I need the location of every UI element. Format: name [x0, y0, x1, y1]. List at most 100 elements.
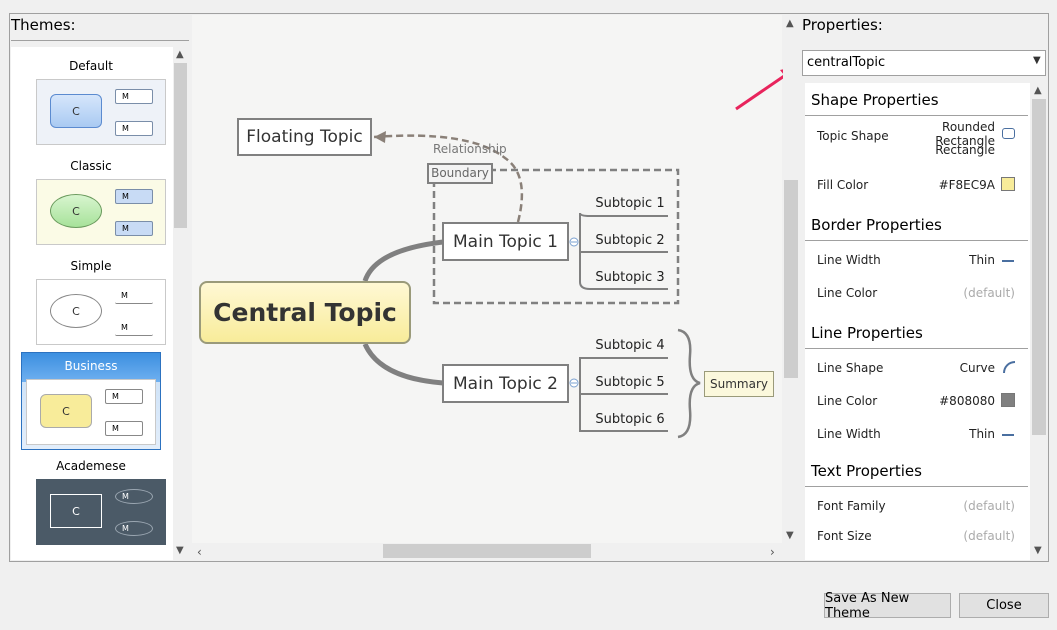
line-width-value: Thin	[969, 427, 995, 441]
relationship-label[interactable]: Relationship	[433, 142, 507, 156]
thumb-sub: M	[115, 221, 153, 236]
topic-shape-value: Rectangle	[935, 134, 995, 148]
theme-item-business[interactable]: Business C M M	[21, 352, 161, 450]
section-divider	[805, 115, 1028, 116]
subtopic-2[interactable]: Subtopic 2	[595, 233, 665, 248]
summary-topic[interactable]: Summary	[704, 371, 774, 397]
section-shape-properties: Shape Properties	[811, 91, 939, 109]
row-line-width[interactable]: Line Width Thin	[817, 424, 1015, 444]
line-width-label: Line Width	[817, 253, 881, 267]
theme-item-simple[interactable]: Simple C M M	[21, 247, 166, 345]
theme-label: Default	[69, 59, 113, 73]
font-family-value: (default)	[963, 499, 1015, 513]
chevron-down-icon[interactable]: ▼	[1033, 55, 1041, 66]
thumb-sub: M	[115, 321, 153, 336]
section-divider	[805, 240, 1028, 241]
row-font-size[interactable]: Font Size (default)	[817, 526, 1015, 546]
section-border-properties: Border Properties	[811, 216, 942, 234]
row-fill-color[interactable]: Fill Color #F8EC9A	[817, 175, 1015, 195]
scroll-left-icon[interactable]: ‹	[197, 545, 202, 559]
theme-thumbnail: C M M	[36, 279, 166, 345]
mindmap-canvas[interactable]	[192, 15, 782, 543]
line-color-value: #808080	[939, 394, 995, 408]
themes-scrollbar-thumb[interactable]	[174, 63, 187, 228]
line-color-swatch	[1001, 393, 1015, 407]
properties-scrollbar-thumb[interactable]	[1032, 99, 1046, 435]
theme-label: Academese	[56, 459, 126, 473]
scroll-up-icon[interactable]: ▲	[176, 49, 184, 60]
subtopic-1[interactable]: Subtopic 1	[595, 196, 665, 211]
subtopic-6[interactable]: Subtopic 6	[595, 412, 665, 427]
themes-list[interactable]: Default C M M Classic C M M Simple C M M…	[11, 47, 173, 560]
central-topic[interactable]: Central Topic	[199, 281, 411, 344]
line-width-label: Line Width	[817, 427, 881, 441]
row-font-family[interactable]: Font Family (default)	[817, 496, 1015, 516]
scroll-up-icon[interactable]: ▲	[786, 18, 794, 29]
section-divider	[805, 348, 1028, 349]
subtopic-5[interactable]: Subtopic 5	[595, 375, 665, 390]
thumb-sub: M	[115, 121, 153, 136]
canvas-horizontal-scrollbar-thumb[interactable]	[383, 544, 591, 558]
rounded-rectangle-icon	[1002, 128, 1015, 139]
properties-list[interactable]: Shape Properties Topic Shape Rounded Rec…	[805, 83, 1030, 560]
section-divider	[805, 486, 1028, 487]
row-line-shape[interactable]: Line Shape Curve	[817, 358, 1015, 378]
section-line-properties: Line Properties	[811, 324, 923, 342]
line-width-value: Thin	[969, 253, 995, 267]
scroll-down-icon[interactable]: ▼	[786, 530, 794, 541]
fill-color-value: #F8EC9A	[938, 178, 995, 192]
theme-label: Classic	[70, 159, 112, 173]
theme-thumbnail: C M M	[36, 79, 166, 145]
floating-topic[interactable]: Floating Topic	[237, 118, 372, 156]
line-color-label: Line Color	[817, 394, 878, 408]
font-size-label: Font Size	[817, 529, 872, 543]
scroll-down-icon[interactable]: ▼	[176, 545, 184, 556]
thin-line-icon	[1002, 260, 1014, 262]
row-topic-shape[interactable]: Topic Shape Rounded Rectangle Rectangle	[817, 120, 1015, 163]
topic-shape-label: Topic Shape	[817, 129, 889, 143]
theme-label: Business	[64, 359, 118, 373]
theme-item-default[interactable]: Default C M M	[21, 47, 166, 145]
close-button[interactable]: Close	[959, 593, 1049, 618]
thumb-sub: M	[115, 521, 153, 536]
themes-divider	[11, 40, 189, 41]
topic-shape-value: Rectangle	[935, 143, 995, 157]
line-shape-label: Line Shape	[817, 361, 884, 375]
thumb-sub: M	[115, 189, 153, 204]
curve-icon	[1003, 361, 1015, 373]
scroll-down-icon[interactable]: ▼	[1034, 545, 1042, 556]
thumb-sub: M	[115, 89, 153, 104]
line-shape-value: Curve	[959, 361, 995, 375]
main-topic-2[interactable]: Main Topic 2	[442, 364, 569, 403]
scroll-right-icon[interactable]: ›	[770, 545, 775, 559]
subtopic-4[interactable]: Subtopic 4	[595, 338, 665, 353]
row-line-color[interactable]: Line Color #808080	[817, 391, 1015, 411]
save-as-new-theme-button[interactable]: Save As New Theme	[824, 591, 951, 621]
boundary-label[interactable]: Boundary	[427, 163, 493, 184]
theme-thumbnail: C M M	[36, 179, 166, 245]
main-topic-1[interactable]: Main Topic 1	[442, 222, 569, 261]
canvas-vertical-scrollbar-thumb[interactable]	[784, 180, 798, 378]
theme-item-classic[interactable]: Classic C M M	[21, 147, 166, 245]
line-color-value: (default)	[963, 286, 1015, 300]
theme-item-academese[interactable]: Academese C M M	[21, 447, 166, 545]
thumb-central: C	[50, 294, 102, 328]
theme-label: Simple	[70, 259, 112, 273]
font-size-value: (default)	[963, 529, 1015, 543]
fill-color-label: Fill Color	[817, 178, 869, 192]
scroll-up-icon[interactable]: ▲	[1034, 85, 1042, 96]
row-border-line-width[interactable]: Line Width Thin	[817, 250, 1015, 270]
theme-thumbnail: C M M	[26, 379, 156, 445]
topic-shape-value: Rounded	[942, 120, 995, 134]
thumb-sub: M	[105, 389, 143, 404]
thumb-sub: M	[115, 289, 153, 304]
row-border-line-color[interactable]: Line Color (default)	[817, 283, 1015, 303]
thumb-central: C	[50, 94, 102, 128]
thin-line-icon	[1002, 434, 1014, 436]
thumb-sub: M	[105, 421, 143, 436]
fill-color-swatch	[1001, 177, 1015, 191]
subtopic-3[interactable]: Subtopic 3	[595, 270, 665, 285]
thumb-central: C	[40, 394, 92, 428]
element-select[interactable]: centralTopic	[802, 50, 1046, 76]
